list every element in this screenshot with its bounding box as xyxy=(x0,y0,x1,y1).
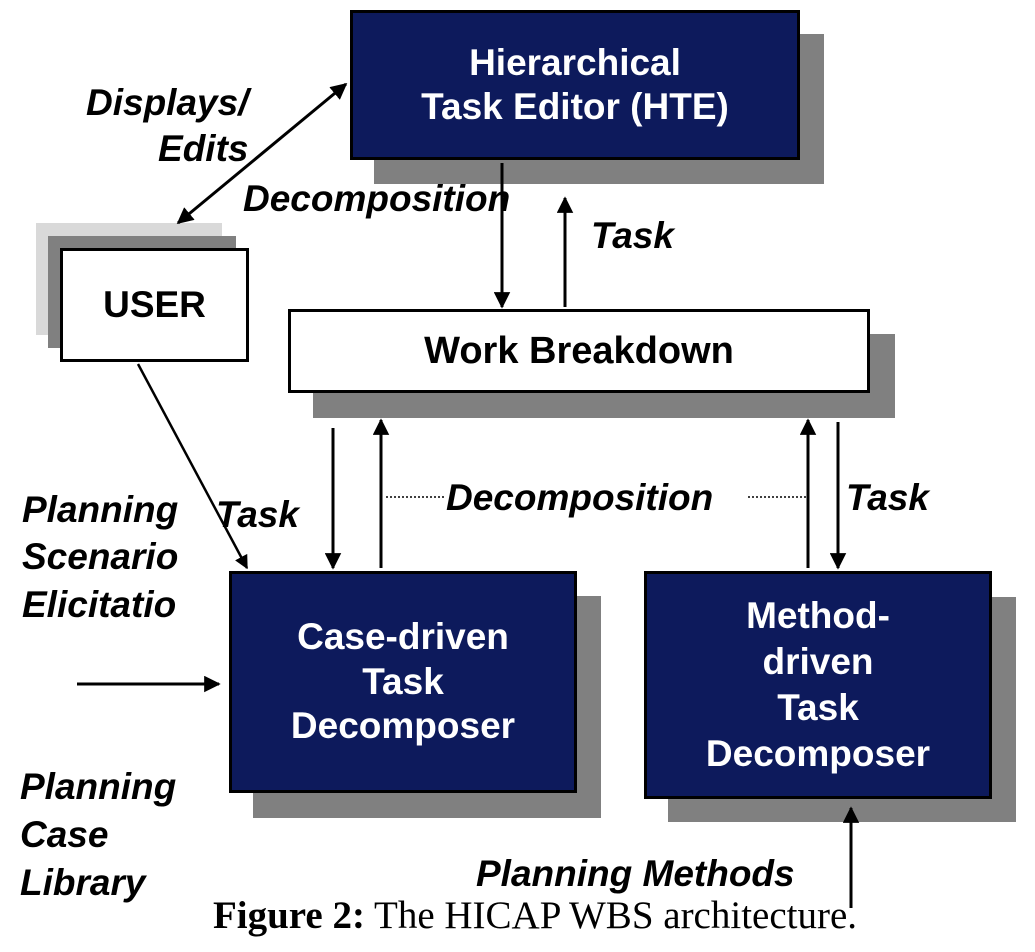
displays-edits-label: Displays/ Edits xyxy=(86,80,248,173)
hte-line-2: Task Editor (HTE) xyxy=(421,86,729,127)
task-top-label: Task xyxy=(591,215,674,256)
method-driven-box: Method- driven Task Decomposer xyxy=(644,571,992,799)
user-box: USER xyxy=(60,248,249,362)
planning-case-library-line-1: Planning xyxy=(20,766,177,807)
user-hte-arrow xyxy=(176,82,348,225)
caption-text: The HICAP WBS architecture. xyxy=(364,894,858,937)
work-breakdown-label: Work Breakdown xyxy=(424,329,734,372)
case-driven-line-2: Task xyxy=(362,660,444,702)
planning-scenario-label: Planning Scenario Elicitatio xyxy=(22,486,178,628)
hte-line-1: Hierarchical xyxy=(469,41,681,83)
displays-edits-line-2: Edits xyxy=(158,128,249,170)
displays-edits-line-1: Displays/ xyxy=(86,82,249,123)
hte-box: Hierarchical Task Editor (HTE) xyxy=(350,10,800,160)
user-to-case-arrow xyxy=(136,363,249,570)
method-driven-line-2: driven xyxy=(762,640,874,682)
figure-caption: Figure 2: The HICAP WBS architecture. xyxy=(0,893,1035,938)
case-driven-line-1: Case-driven xyxy=(297,616,509,658)
task-right-label: Task xyxy=(846,477,929,518)
caption-prefix: Figure 2: xyxy=(212,894,365,937)
planning-scenario-line-3: Elicitatio xyxy=(22,583,177,625)
planning-case-library-line-2: Case xyxy=(20,814,109,856)
decomposition-top-label: Decomposition xyxy=(243,178,511,219)
task-left-label: Task xyxy=(216,494,299,535)
planning-methods-label: Planning Methods xyxy=(476,853,795,894)
method-driven-line-3: Task xyxy=(777,687,859,728)
planning-case-library-label: Planning Case Library xyxy=(20,763,176,907)
planning-case-library-line-3: Library xyxy=(20,862,146,904)
planning-scenario-line-1: Planning xyxy=(22,489,179,530)
case-driven-box: Case-driven Task Decomposer xyxy=(229,571,577,793)
work-breakdown-box: Work Breakdown xyxy=(288,309,870,393)
decomposition-mid-label: Decomposition xyxy=(446,477,714,518)
user-label: USER xyxy=(103,284,206,325)
method-driven-line-4: Decomposer xyxy=(705,733,931,775)
method-driven-line-1: Method- xyxy=(746,594,890,636)
planning-scenario-line-2: Scenario xyxy=(22,536,179,578)
case-driven-line-3: Decomposer xyxy=(290,705,516,747)
